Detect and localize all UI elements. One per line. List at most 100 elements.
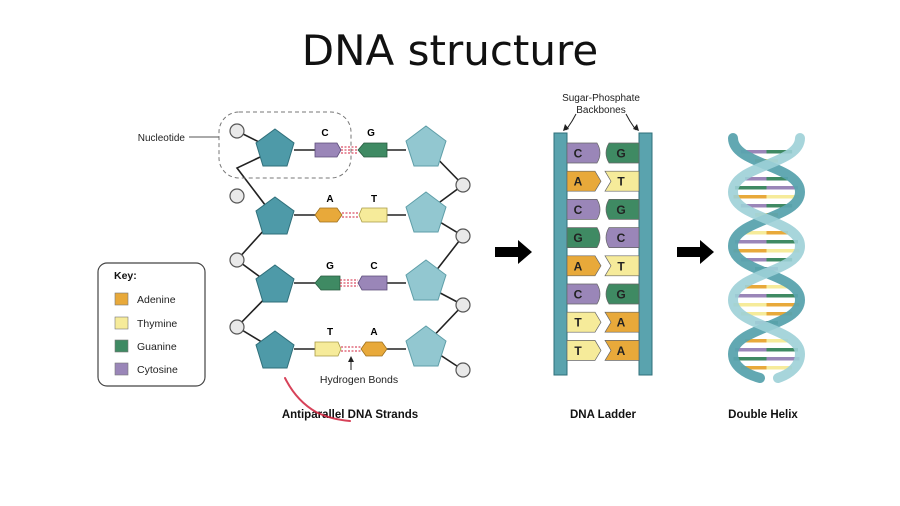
phosphate-circle [455,228,471,244]
base-cytosine [314,142,342,158]
helix-rung-segment [744,339,767,343]
helix-strand-2 [727,133,806,383]
ladder-base-r [604,340,640,361]
ladder-base-r [605,199,640,220]
ladder-base-letter: A [617,344,626,358]
ladder-base-letter: C [574,288,583,302]
helix-rung-segment [735,348,767,352]
helix-caption: Double Helix [728,409,798,421]
right-arrow-icon [677,240,714,264]
antiparallel-strands: C G A T G C T A Nucleotide Hydrogen Bond… [138,111,471,421]
helix-rung-segment [766,240,798,244]
ladder-backbone-right [638,132,653,376]
ladder-backbone-left [553,132,568,376]
helix-rung-segment [744,177,767,181]
helix-rung-segment [766,177,789,181]
helix-rung-segment [733,357,767,361]
base-adenine [314,207,343,223]
sugar-pentagon-left [255,330,295,369]
helix-rung-segment [733,195,767,199]
key-legend: Key: Adenine Thymine Guanine Cytosine [97,262,206,387]
antiparallel-caption: Antiparallel DNA Strands [282,409,418,421]
base-letter: G [367,128,375,139]
phosphate-circle [455,297,471,313]
nucleotide-label: Nucleotide [138,133,186,144]
base-letter: C [370,261,377,272]
ladder-base-l [566,227,601,248]
ladder-base-r [604,170,640,192]
helix-rung-segment [735,294,767,298]
key-swatch-thymine [114,316,129,330]
sugar-pentagon-left [255,128,295,167]
ladder-base-letter: G [616,288,625,302]
helix-rungs [733,150,800,370]
ladder-base-letter: A [617,316,626,330]
helix-rung-segment [766,186,798,190]
helix-rung-segment [766,294,798,298]
backbones-label-line1: Sugar-Phosphate [562,93,640,104]
base-letter: C [321,128,328,139]
base-adenine [360,341,388,357]
ladder-base-letter: T [617,259,625,273]
ladder-base-l [566,255,602,277]
phosphate-circle [455,362,471,378]
key-label-cytosine: Cytosine [137,364,178,376]
base-letter: T [327,327,333,338]
ladder-base-r [605,227,640,248]
helix-rung-segment [766,204,793,208]
ladder-caption: DNA Ladder [570,409,637,421]
backbones-label-line2: Backbones [576,105,625,116]
ladder-base-letter: G [616,147,625,161]
backbone-pointer-arrowhead [563,124,569,131]
helix-rung-segment [766,366,793,370]
base-guanine [357,142,388,158]
ladder-base-letter: C [617,231,626,245]
helix-rung-segment [735,186,767,190]
base-letter: A [326,194,333,205]
helix-rung-segment [766,258,793,262]
helix-rung-segment [735,240,767,244]
base-thymine [314,341,342,357]
sugar-pentagon-right [405,125,447,167]
pen-annotation-stroke [284,377,351,422]
key-swatch-cytosine [114,362,129,376]
ladder-base-letter: C [574,203,583,217]
helix-rung-segment [744,285,767,289]
helix-rung-segment [733,303,767,307]
ladder-base-letter: G [573,231,582,245]
helix-rung-segment [766,249,800,253]
ladder-base-r [605,283,640,305]
helix-rung-segment [766,339,789,343]
ladder-base-l [566,170,602,192]
ladder-base-r [604,311,640,333]
helix-rung-segment [766,195,800,199]
helix-rung-segment [740,204,767,208]
helix-rung-segment [740,150,767,154]
helix-rung-segment [733,249,767,253]
helix-rung-segment [744,231,767,235]
sugar-pentagon-left [255,264,295,303]
ladder-base-l [566,311,602,333]
helix-rung-segment [766,357,800,361]
ladder-base-letter: T [617,175,625,189]
ladder-base-l [566,199,601,220]
ladder-base-letter: T [574,316,582,330]
ladder-base-letter: T [574,344,582,358]
helix-rung-segment [740,258,767,262]
key-swatch-guanine [114,339,129,353]
phosphate-circle [229,319,245,335]
base-guanine [314,275,341,291]
helix-rung-segment [766,150,793,154]
helix-rung-segment [766,285,789,289]
ladder-base-l [566,340,602,361]
phosphate-circle [455,177,471,193]
backbone-pointer-arrowhead [633,124,639,131]
ladder-base-l [566,283,601,305]
base-letter: T [371,194,377,205]
ladder-base-l [566,142,601,164]
key-label-thymine: Thymine [137,318,177,330]
ladder-base-letter: G [616,203,625,217]
hydrogen-bonds-arrowhead [348,356,354,362]
